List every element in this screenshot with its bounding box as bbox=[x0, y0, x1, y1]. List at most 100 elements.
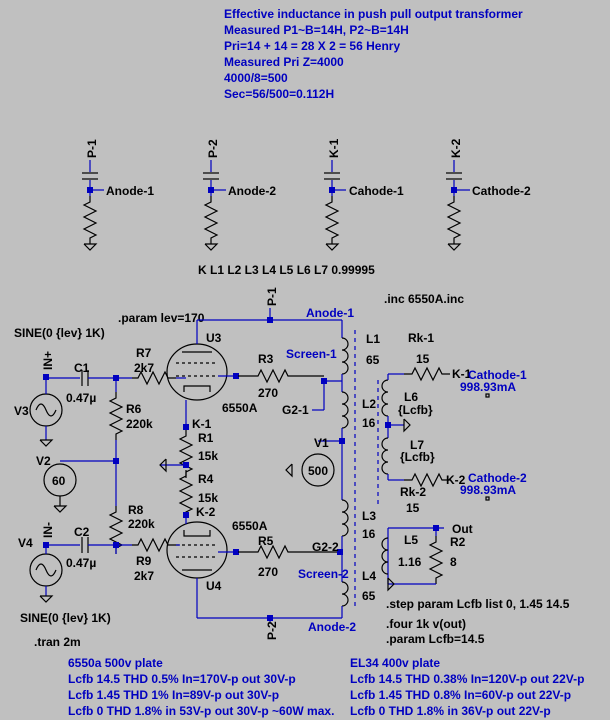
l5-value: 1.16 bbox=[398, 555, 422, 569]
header-notes: Effective inductance in push pull output… bbox=[224, 7, 523, 101]
source-v2[interactable]: V2 60 bbox=[36, 454, 77, 513]
r6-value: 220k bbox=[126, 417, 153, 431]
l7-value: {Lcfb} bbox=[400, 450, 435, 464]
resistor-r5[interactable]: R5 270 bbox=[238, 534, 340, 579]
l6-value: {Lcfb} bbox=[398, 403, 433, 417]
u3-ref: U3 bbox=[206, 331, 222, 345]
inductor-l6[interactable]: L6 {Lcfb} bbox=[381, 379, 433, 417]
note-line-5: 4000/8=500 bbox=[224, 71, 288, 85]
label-out: Out bbox=[452, 522, 473, 536]
label-in-plus: IN+ bbox=[41, 351, 55, 370]
flag-p1: P-1 bbox=[265, 287, 279, 306]
measure-cathode-1: 998.93mA bbox=[460, 380, 516, 394]
r5-value: 270 bbox=[258, 565, 278, 579]
note-line-6: Sec=56/500=0.112H bbox=[224, 87, 334, 101]
r5-ref: R5 bbox=[258, 534, 274, 548]
probe-node-cathode2: Cathode-2 bbox=[472, 184, 531, 198]
v1-ref: V1 bbox=[314, 436, 329, 450]
label-anode-2: Anode-2 bbox=[308, 620, 356, 634]
probe-p2[interactable]: P-2 Anode-2 bbox=[203, 139, 276, 251]
probe-k2[interactable]: K-2 Cathode-2 bbox=[446, 138, 531, 251]
inductor-l7[interactable]: L7 {Lcfb} bbox=[381, 437, 435, 475]
rk2-ref: Rk-2 bbox=[400, 485, 426, 499]
label-k2-right: K-2 bbox=[446, 473, 466, 487]
v2-value: 60 bbox=[52, 474, 66, 488]
rk1-value: 15 bbox=[416, 352, 430, 366]
tube-u4[interactable]: 6550A U4 bbox=[166, 519, 268, 593]
tube-u3[interactable]: U3 6550A bbox=[166, 331, 258, 415]
inductor-l3[interactable]: L3 16 bbox=[341, 499, 376, 541]
c2-ref: C2 bbox=[74, 525, 90, 539]
directive-include[interactable]: .inc 6550A.inc bbox=[384, 292, 464, 306]
probe-k1[interactable]: K-1 Cahode-1 bbox=[324, 138, 404, 251]
directive-param-lev[interactable]: .param lev=170 bbox=[118, 311, 205, 325]
resistor-r8[interactable]: R8 220k bbox=[109, 503, 155, 555]
l3-value: 16 bbox=[362, 527, 376, 541]
r3-ref: R3 bbox=[258, 352, 274, 366]
measure-cathode-2: 998.93mA bbox=[460, 483, 516, 497]
results-right-2: Lcfb 14.5 THD 0.38% In=120V-p out 22V-p bbox=[350, 672, 584, 686]
inductor-l5[interactable]: L5 1.16 bbox=[381, 533, 422, 575]
l4-value: 65 bbox=[362, 589, 376, 603]
r1-ref: R1 bbox=[198, 431, 214, 445]
rk2-value: 15 bbox=[406, 501, 420, 515]
u3-value: 6550A bbox=[222, 401, 258, 415]
r2-value: 8 bbox=[450, 555, 457, 569]
capacitor-c1[interactable]: C1 0.47µ bbox=[66, 361, 96, 405]
r7-ref: R7 bbox=[136, 346, 152, 360]
l4-ref: L4 bbox=[362, 569, 376, 583]
u4-ref: U4 bbox=[206, 579, 222, 593]
results-right-1: EL34 400v plate bbox=[350, 656, 440, 670]
v4-value: SINE(0 {lev} 1K) bbox=[20, 611, 111, 625]
l1-value: 65 bbox=[366, 353, 380, 367]
resistor-rk1[interactable]: Rk-1 15 bbox=[404, 331, 450, 382]
capacitor-c2[interactable]: C2 0.47µ bbox=[66, 525, 96, 570]
resistor-r7[interactable]: R7 2k7 bbox=[132, 346, 176, 386]
resistor-rk2[interactable]: Rk-2 15 bbox=[400, 472, 450, 515]
u4-value: 6550A bbox=[232, 519, 268, 533]
label-cathode-2: Cathode-2 bbox=[468, 471, 527, 485]
note-line-3: Pri=14 + 14 = 28 X 2 = 56 Henry bbox=[224, 39, 400, 53]
r8-ref: R8 bbox=[128, 503, 144, 517]
resistor-r4[interactable]: R4 15k bbox=[179, 469, 218, 519]
resistor-r6[interactable]: R6 220k bbox=[109, 391, 153, 441]
note-line-2: Measured P1~B=14H, P2~B=14H bbox=[224, 23, 409, 37]
inductor-l1[interactable]: L1 65 bbox=[341, 332, 380, 375]
r3-value: 270 bbox=[258, 386, 278, 400]
resistor-r9[interactable]: R9 2k7 bbox=[132, 537, 176, 583]
label-k1-right: K-1 bbox=[452, 367, 472, 381]
coupling-directive[interactable]: K L1 L2 L3 L4 L5 L6 L7 0.99995 bbox=[198, 263, 375, 277]
source-v1[interactable]: V1 500 bbox=[285, 436, 335, 487]
source-v3[interactable]: SINE(0 {lev} 1K) V3 bbox=[14, 326, 105, 447]
results-left-4: Lcfb 0 THD 1.8% in 53V-p out 30V-p ~60W … bbox=[68, 704, 334, 718]
inductor-l2[interactable]: L2 16 bbox=[341, 391, 376, 430]
directive-four[interactable]: .four 1k v(out) bbox=[386, 617, 466, 631]
inductor-l4[interactable]: L4 65 bbox=[341, 569, 376, 607]
directive-step[interactable]: .step param Lcfb list 0, 1.45 14.5 bbox=[386, 597, 570, 611]
results-left-2: Lcfb 14.5 THD 0.5% In=170V-p out 30V-p bbox=[68, 672, 296, 686]
label-anode-1: Anode-1 bbox=[306, 306, 354, 320]
probe-p1[interactable]: P-1 Anode-1 bbox=[82, 139, 154, 251]
l6-ref: L6 bbox=[404, 390, 418, 404]
label-g2-1: G2-1 bbox=[282, 403, 309, 417]
r4-ref: R4 bbox=[198, 472, 214, 486]
results-right-3: Lcfb 1.45 THD 0.8% In=60V-p out 22V-p bbox=[350, 688, 571, 702]
results-left: 6550a 500v plate Lcfb 14.5 THD 0.5% In=1… bbox=[68, 656, 334, 718]
l2-ref: L2 bbox=[362, 397, 376, 411]
directive-param-lcfb[interactable]: .param Lcfb=14.5 bbox=[386, 632, 485, 646]
l7-ref: L7 bbox=[410, 438, 424, 452]
directive-tran[interactable]: .tran 2m bbox=[34, 635, 81, 649]
probe-flag-k2: K-2 bbox=[449, 138, 463, 158]
note-line-4: Measured Pri Z=4000 bbox=[224, 55, 344, 69]
r1-value: 15k bbox=[198, 449, 218, 463]
resistor-r3[interactable]: R3 270 bbox=[238, 352, 324, 400]
resistor-r2[interactable]: R2 8 bbox=[429, 528, 466, 585]
resistor-r1[interactable]: R1 15k bbox=[179, 429, 218, 479]
results-left-1: 6550a 500v plate bbox=[68, 656, 163, 670]
source-v4[interactable]: V4 SINE(0 {lev} 1K) bbox=[18, 536, 111, 625]
flag-p2: P-2 bbox=[265, 621, 279, 640]
v3-value: SINE(0 {lev} 1K) bbox=[14, 326, 105, 340]
probe-node-cahode1: Cahode-1 bbox=[349, 184, 404, 198]
c2-value: 0.47µ bbox=[66, 556, 96, 570]
